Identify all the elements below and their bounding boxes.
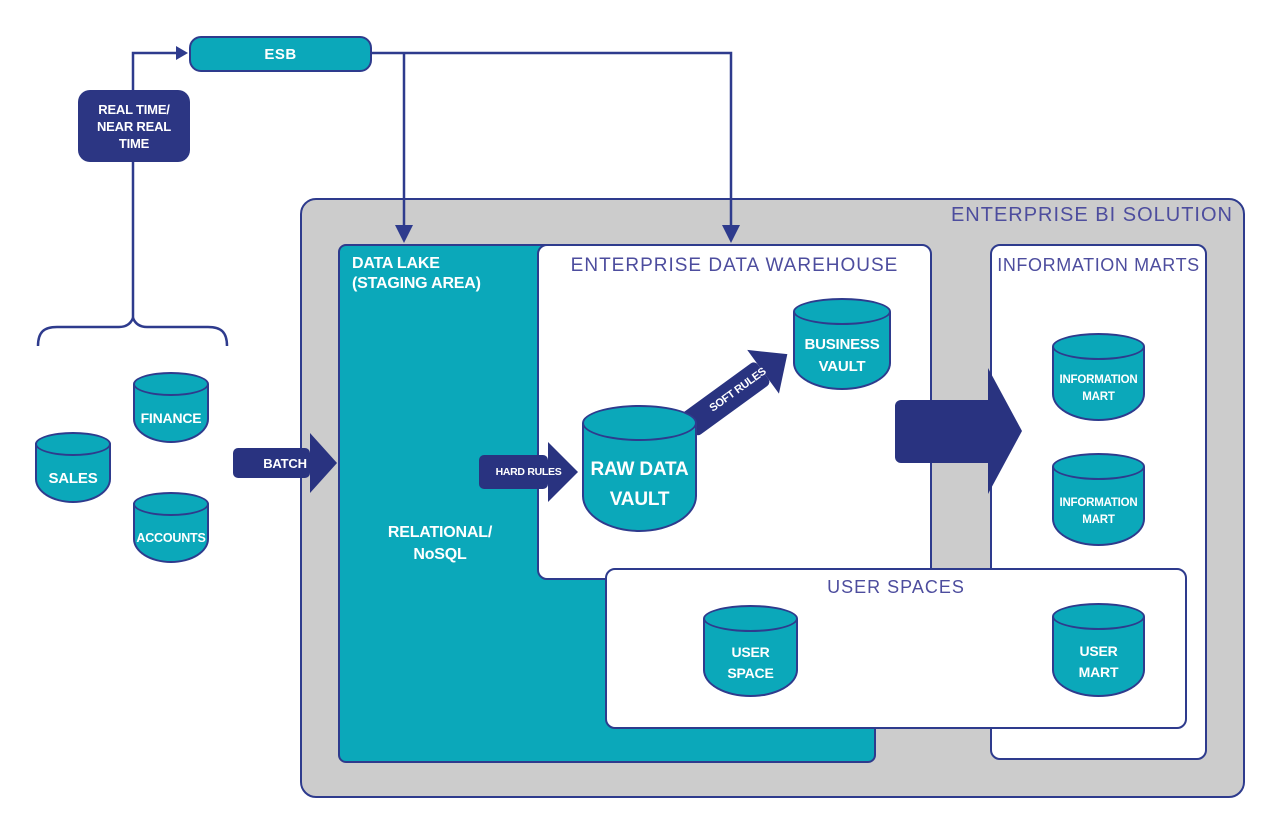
cylinder-top-ellipse: [793, 298, 891, 325]
realtime-to-esb-line: [131, 51, 176, 318]
arrowhead-into-esb: [176, 46, 188, 60]
information-mart-label: INFORMATION MART: [1059, 496, 1138, 526]
user-space-cylinder: USER SPACE: [703, 605, 798, 697]
cylinder-body: [582, 423, 697, 532]
accounts-database-cylinder: ACCOUNTS: [133, 492, 209, 563]
sales-label: SALES: [48, 469, 98, 487]
cylinder-body: [1052, 466, 1145, 546]
hard-rules-arrow-label: HARD RULES: [495, 466, 562, 478]
business-vault-cylinder: BUSINESS VAULT: [793, 298, 891, 390]
user-space-label: USER SPACE: [727, 644, 774, 681]
main-flow-arrow-body: [895, 399, 988, 463]
arrowhead-into-datalake: [395, 225, 413, 243]
real-time-node: REAL TIME/ NEAR REAL TIME: [78, 90, 190, 162]
finance-label: FINANCE: [140, 410, 202, 426]
cylinder-top-ellipse: [582, 405, 697, 441]
raw-data-vault-cylinder: RAW DATA VAULT: [582, 405, 697, 532]
hard-rules-arrow-head: [548, 442, 578, 502]
batch-arrow-body: [233, 448, 310, 478]
batch-arrow-label: BATCH: [263, 455, 307, 471]
cylinder-top-ellipse: [133, 492, 209, 516]
user-mart-cylinder: USER MART: [1052, 603, 1145, 697]
user-mart-label: USER MART: [1078, 643, 1119, 680]
cylinder-top-ellipse: [703, 605, 798, 632]
information-marts-title: INFORMATION MARTS: [997, 255, 1200, 275]
edw-title: ENTERPRISE DATA WAREHOUSE: [570, 255, 899, 276]
esb-to-edw-line: [371, 51, 733, 226]
cylinder-top-ellipse: [1052, 603, 1145, 630]
main-flow-arrow: [895, 368, 1022, 494]
hard-rules-arrow: HARD RULES: [479, 442, 578, 502]
information-mart-label: INFORMATION MART: [1059, 374, 1138, 403]
arrowhead-into-edw: [722, 225, 740, 243]
real-time-label: REAL TIME/ NEAR REAL TIME: [96, 101, 172, 151]
cylinder-top-ellipse: [1052, 333, 1145, 360]
relational-nosql-label: RELATIONAL/ NoSQL: [387, 524, 493, 563]
accounts-label: ACCOUNTS: [136, 531, 206, 545]
esb-node: ESB: [189, 36, 372, 72]
cylinder-body: [1052, 346, 1145, 421]
business-vault-label: BUSINESS VAULT: [804, 336, 880, 375]
sources-brace: [36, 314, 229, 347]
batch-arrow: BATCH: [233, 433, 337, 493]
cylinder-top-ellipse: [133, 372, 209, 396]
information-mart-cylinder-1: INFORMATION MART: [1052, 333, 1145, 421]
cylinder-top-ellipse: [1052, 453, 1145, 480]
batch-arrow-head: [310, 433, 337, 493]
information-mart-cylinder-2: INFORMATION MART: [1052, 453, 1145, 546]
enterprise-bi-solution-title: ENTERPRISE BI SOLUTION: [950, 204, 1233, 226]
hard-rules-arrow-body: [479, 455, 548, 489]
esb-label: ESB: [264, 45, 297, 63]
finance-database-cylinder: FINANCE: [133, 372, 209, 443]
raw-data-vault-label: RAW DATA VAULT: [590, 459, 689, 510]
data-lake-title: DATA LAKE (STAGING AREA): [352, 255, 481, 292]
sales-database-cylinder: SALES: [35, 432, 111, 503]
cylinder-top-ellipse: [35, 432, 111, 456]
user-spaces-title: USER SPACES: [827, 577, 965, 597]
main-flow-arrow-head: [988, 368, 1022, 494]
